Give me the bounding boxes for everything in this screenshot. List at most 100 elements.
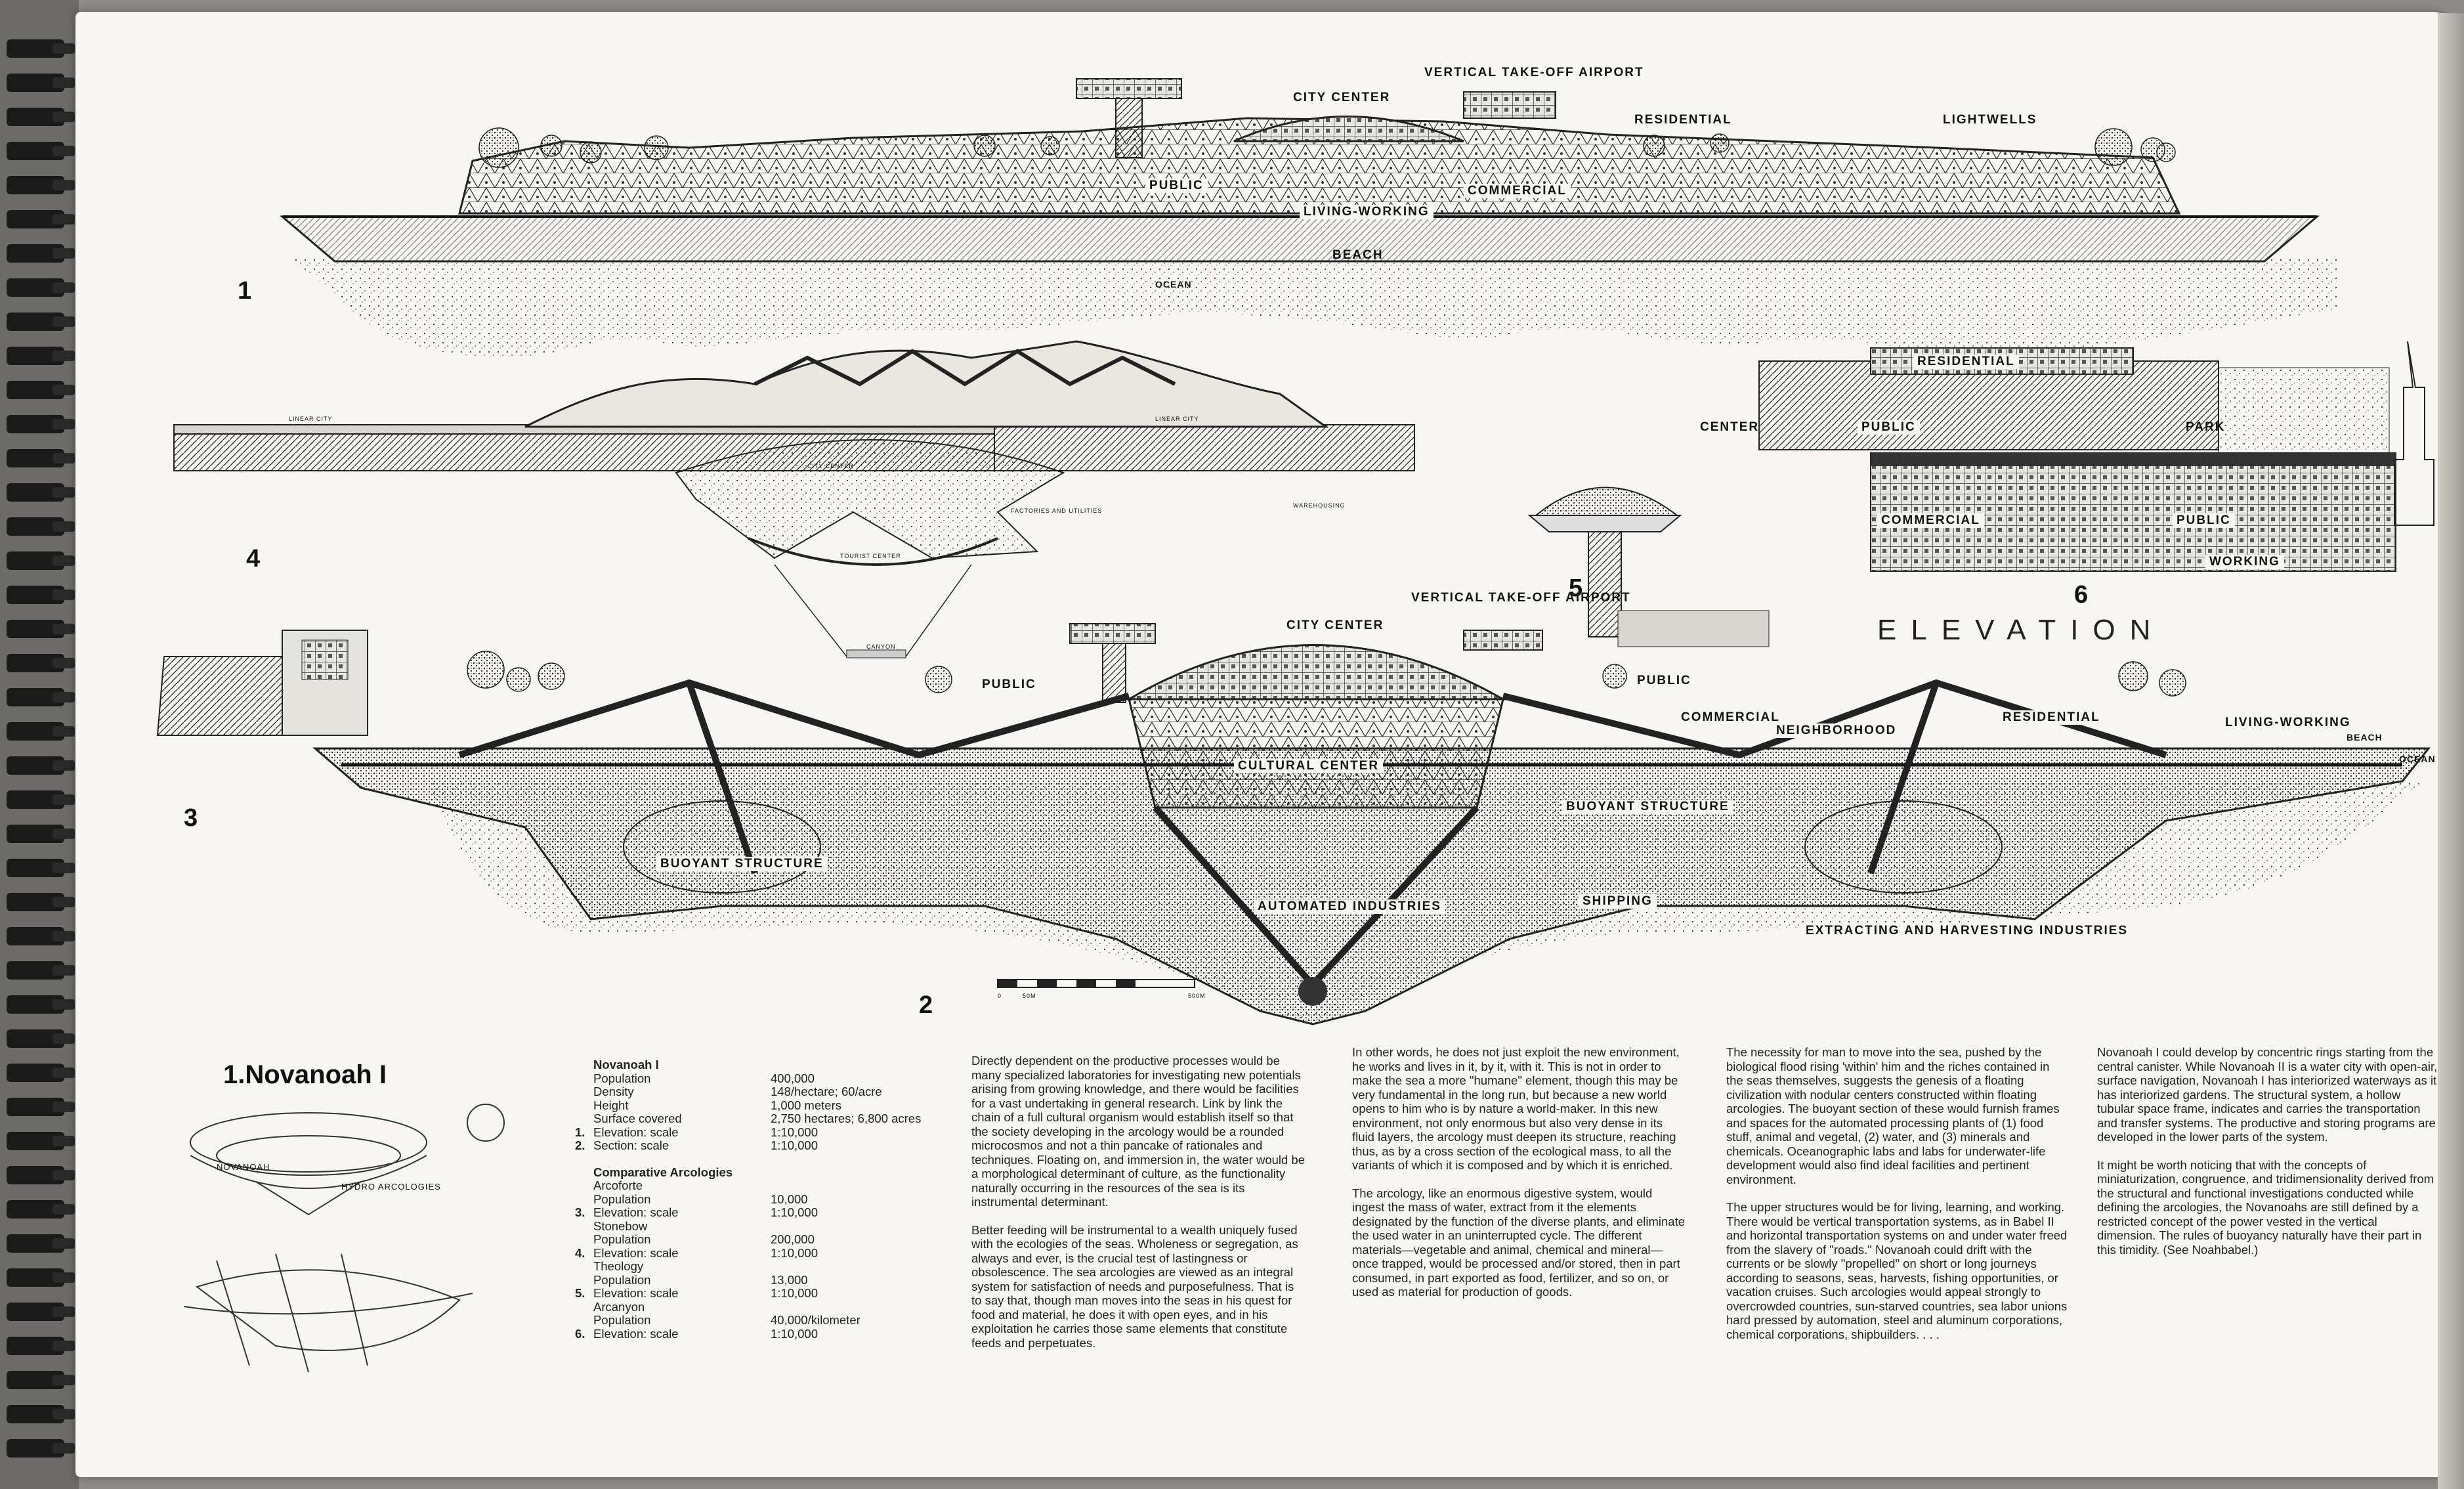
binding-ring bbox=[7, 790, 75, 809]
fig1-residential-label: RESIDENTIAL bbox=[1634, 113, 1732, 127]
table-section-2-title: Comparative Arcologies bbox=[593, 1165, 733, 1179]
fig2-public-right-label: PUBLIC bbox=[1633, 674, 1695, 688]
binding-ring bbox=[7, 517, 75, 536]
table-cell-k: Population bbox=[593, 1071, 651, 1085]
table-cell-v: 1:10,000 bbox=[771, 1286, 818, 1300]
table-cell-k: Arcoforte bbox=[593, 1178, 643, 1192]
binding-ring bbox=[7, 74, 75, 92]
binding-ring bbox=[7, 995, 75, 1014]
sketch-thumbnails bbox=[183, 1104, 505, 1373]
table-cell-v: 200,000 bbox=[771, 1232, 815, 1246]
fig4-city-center: CITY CENTER bbox=[807, 463, 854, 469]
table-row: Arcanyon bbox=[575, 1299, 941, 1314]
table-row: Theology bbox=[575, 1259, 941, 1274]
binding-ring bbox=[7, 142, 75, 160]
table-cell-k: Arcanyon bbox=[593, 1299, 645, 1314]
fig2-extracting-label: EXTRACTING AND HARVESTING INDUSTRIES bbox=[1802, 924, 2133, 938]
fig6-center-label: CENTER bbox=[1700, 420, 1760, 434]
figure-number-2: 2 bbox=[919, 991, 933, 1019]
binding-ring bbox=[7, 1029, 75, 1048]
binding-ring bbox=[7, 210, 75, 228]
fig1-living-working-label: LIVING-WORKING bbox=[1300, 205, 1434, 219]
table-cell-v bbox=[771, 1260, 941, 1274]
table-cell-v: 1:10,000 bbox=[771, 1326, 818, 1341]
fig2-commercial-label: COMMERCIAL bbox=[1677, 710, 1784, 725]
fig2-city-center-label: CITY CENTER bbox=[1286, 618, 1384, 632]
binding-ring bbox=[7, 1439, 75, 1457]
binding-ring bbox=[7, 347, 75, 365]
binding-ring bbox=[7, 1200, 75, 1219]
figure-6-arcanyon bbox=[1758, 341, 2434, 572]
binding-ring bbox=[7, 893, 75, 911]
text-column-4: Novanoah I could develop by concentric r… bbox=[2097, 1045, 2438, 1270]
table-cell-v: 13,000 bbox=[771, 1272, 808, 1287]
table-cell-v: 2,750 hectares; 6,800 acres bbox=[771, 1111, 922, 1125]
scale-bar bbox=[997, 979, 1195, 988]
table-cell-n bbox=[575, 1301, 593, 1314]
col4-paragraph-1: Novanoah I could develop by concentric r… bbox=[2097, 1045, 2438, 1144]
table-cell-n bbox=[575, 1193, 593, 1207]
binding-ring bbox=[7, 1303, 75, 1321]
col4-paragraph-2: It might be worth noticing that with the… bbox=[2097, 1157, 2434, 1257]
figure-number-6: 6 bbox=[2074, 581, 2089, 609]
fig4-linear-city-right: LINEAR CITY bbox=[1155, 416, 1199, 422]
table-cell-k: Population bbox=[593, 1192, 651, 1206]
binding-ring bbox=[7, 654, 75, 672]
binding-ring bbox=[7, 415, 75, 433]
binding-ring bbox=[7, 176, 75, 194]
table-cell-k: Population bbox=[593, 1272, 651, 1287]
binding-ring bbox=[7, 722, 75, 741]
figure-5-theology bbox=[1527, 486, 1770, 647]
binding-ring bbox=[7, 961, 75, 980]
binding-ring bbox=[7, 688, 75, 706]
scale-50: 50M bbox=[1023, 993, 1036, 999]
table-cell-k: Theology bbox=[593, 1259, 644, 1273]
table-cell-v: 1,000 meters bbox=[771, 1098, 841, 1112]
fig6-public-top-label: PUBLIC bbox=[1858, 420, 1920, 435]
col3-paragraph-1: The necessity for man to move into the s… bbox=[1726, 1045, 2060, 1186]
table-row: Population 13,000 bbox=[575, 1272, 941, 1287]
table-cell-n: 1. bbox=[575, 1125, 585, 1139]
text-column-1: Directly dependent on the productive pro… bbox=[971, 1054, 1306, 1364]
table-row: Stonebow bbox=[575, 1219, 941, 1234]
fig2-buoyant-structure-left: BUOYANT STRUCTURE bbox=[656, 857, 828, 871]
table-cell-v bbox=[771, 1220, 941, 1234]
fig6-park-label: PARK bbox=[2186, 420, 2226, 434]
table-cell-k: Elevation: scale bbox=[593, 1326, 679, 1341]
table-cell-k: Height bbox=[593, 1098, 629, 1112]
table-cell-k: Section: scale bbox=[593, 1138, 669, 1152]
text-column-3: The necessity for man to move into the s… bbox=[1726, 1045, 2068, 1355]
fig2-ocean-label: OCEAN bbox=[2399, 754, 2436, 764]
table-row: Arcoforte bbox=[575, 1178, 941, 1193]
table-cell-k: Elevation: scale bbox=[593, 1245, 679, 1260]
fig4-tourist-center: TOURIST CENTER bbox=[840, 553, 901, 559]
figure-4-stonebow bbox=[173, 340, 1415, 658]
binding-ring bbox=[7, 1234, 75, 1253]
binding-ring bbox=[7, 381, 75, 399]
binding-ring bbox=[7, 449, 75, 467]
col1-paragraph-1: Directly dependent on the productive pro… bbox=[971, 1054, 1306, 1209]
fig2-public-left-label: PUBLIC bbox=[978, 678, 1040, 692]
table-cell-v bbox=[771, 1301, 941, 1314]
table-row: Population 200,000 bbox=[575, 1232, 941, 1247]
table-cell-v: 1:10,000 bbox=[771, 1245, 818, 1260]
fig2-neighborhood-label: NEIGHBORHOOD bbox=[1772, 723, 1901, 738]
col1-paragraph-2: Better feeding will be instrumental to a… bbox=[971, 1222, 1298, 1350]
col2-paragraph-1: In other words, he does not just exploit… bbox=[1352, 1045, 1680, 1172]
fig1-ocean-label: OCEAN bbox=[1155, 279, 1192, 290]
table-cell-n bbox=[575, 1179, 593, 1193]
table-cell-k: Density bbox=[593, 1085, 634, 1098]
fig2-automated-industries: AUTOMATED INDUSTRIES bbox=[1254, 899, 1445, 914]
table-cell-v bbox=[771, 1179, 941, 1193]
fig2-buoyant-structure-right: BUOYANT STRUCTURE bbox=[1562, 800, 1733, 814]
table-cell-k: Population bbox=[593, 1232, 651, 1246]
table-cell-k: Stonebow bbox=[593, 1219, 648, 1233]
binding-ring bbox=[7, 483, 75, 502]
